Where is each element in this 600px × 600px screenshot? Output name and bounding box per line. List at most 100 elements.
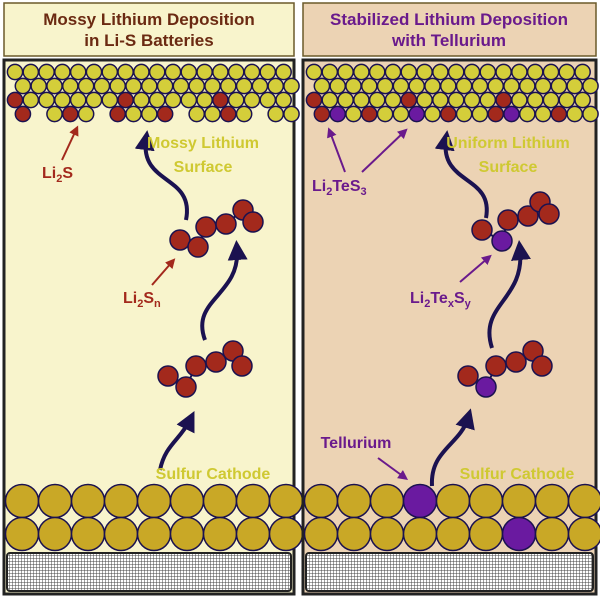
left-title-line1: Mossy Lithium Deposition: [43, 10, 255, 29]
polysulfide-atom: [187, 236, 209, 258]
right-lithium-layer: [305, 63, 599, 123]
polysulfide-atom: [175, 376, 197, 398]
lithium-atom: [400, 63, 418, 81]
sulfur-atom: [37, 516, 73, 552]
li2s-atom: [487, 105, 505, 123]
lithium-atom: [148, 91, 166, 109]
right-sulfur-cathode: [303, 483, 600, 552]
lithium-atom: [487, 77, 505, 95]
lithium-atom: [368, 63, 386, 81]
sulfur-atom: [37, 483, 73, 519]
lithium-atom: [534, 105, 552, 123]
sulfur-atom: [435, 516, 471, 552]
sulfur-atom: [501, 483, 537, 519]
lithium-atom: [455, 77, 473, 95]
lithium-atom: [566, 77, 584, 95]
li2s-atom: [400, 91, 418, 109]
right-title-line1: Stabilized Lithium Deposition: [330, 10, 568, 29]
right-li2texsy-label: Li2TexSy: [410, 290, 472, 310]
lithium-atom: [133, 63, 150, 81]
sulfur-atom: [136, 516, 172, 552]
polysulfide-atom: [215, 213, 237, 235]
li2s-atom: [313, 105, 331, 123]
lithium-atom: [125, 77, 142, 95]
polysulfide-atom: [531, 355, 553, 377]
sulfur-atom: [336, 483, 372, 519]
lithium-atom: [447, 63, 465, 81]
lithium-atom: [392, 77, 410, 95]
lithium-atom: [164, 91, 182, 109]
lithium-atom: [353, 63, 370, 81]
polysulfide-atom: [538, 203, 560, 225]
lithium-atom: [235, 105, 253, 123]
li2s-atom: [6, 91, 24, 109]
lithium-atom: [283, 105, 300, 123]
lithium-atom: [360, 77, 378, 95]
lithium-atom: [424, 105, 441, 123]
lithium-atom: [392, 105, 410, 123]
left-arrow-upper: [134, 130, 189, 221]
lithium-atom: [259, 63, 277, 81]
lithium-atom: [511, 91, 528, 109]
right-li2tes3-pointer-b: [361, 128, 408, 173]
lithium-atom: [424, 77, 441, 95]
sulfur-atom: [4, 483, 40, 519]
lithium-atom: [101, 63, 119, 81]
right-arrow-upper: [434, 130, 489, 219]
lithium-atom: [566, 105, 584, 123]
left-current-collector: [6, 552, 292, 592]
lithium-atom: [77, 77, 95, 95]
lithium-atom: [204, 105, 221, 123]
sulfur-atom: [103, 516, 139, 552]
polysulfide-atom: [471, 219, 493, 241]
lithium-atom: [447, 91, 465, 109]
tellurium-atom: [475, 376, 497, 398]
left-title-line2: in Li-S Batteries: [84, 31, 213, 50]
polysulfide-atom: [242, 211, 264, 233]
sulfur-atom: [567, 483, 600, 519]
tellurium-atom: [491, 230, 513, 252]
left-surface-label-line2: Surface: [174, 159, 233, 176]
lithium-atom: [471, 105, 489, 123]
lithium-atom: [432, 91, 449, 109]
lithium-atom: [526, 91, 544, 109]
lithium-atom: [518, 105, 536, 123]
sulfur-atom: [468, 516, 504, 552]
lithium-atom: [30, 77, 48, 95]
lithium-atom: [54, 91, 71, 109]
lithium-atom: [503, 77, 520, 95]
lithium-atom: [283, 77, 300, 95]
lithium-atom: [188, 105, 206, 123]
lithium-atom: [235, 77, 253, 95]
lithium-atom: [384, 63, 402, 81]
lithium-atom: [133, 91, 150, 109]
li2s-atom: [212, 91, 229, 109]
lithium-atom: [77, 105, 95, 123]
lithium-atom: [227, 91, 245, 109]
lithium-atom: [109, 77, 127, 95]
sulfur-atom: [369, 483, 405, 519]
lithium-atom: [22, 91, 40, 109]
sulfur-atom: [468, 483, 504, 519]
tellurium-atom: [408, 105, 426, 123]
lithium-atom: [582, 105, 599, 123]
sulfur-atom: [169, 516, 205, 552]
tellurium-atom: [329, 105, 347, 123]
right-arrow-lower: [429, 408, 475, 487]
right-tellurium-pointer: [377, 457, 409, 480]
lithium-atom: [582, 77, 599, 95]
polysulfide-atom: [505, 351, 527, 373]
lithium-atom: [46, 105, 63, 123]
lithium-atom: [432, 63, 449, 81]
left-li2sn-pointer: [151, 258, 176, 286]
sulfur-atom: [534, 483, 570, 519]
lithium-atom: [188, 77, 206, 95]
sulfur-atom: [103, 483, 139, 519]
left-arrow-lower: [158, 411, 195, 471]
lithium-atom: [196, 63, 213, 81]
lithium-atom: [172, 77, 190, 95]
left-surface-label-line1: Mossy Lithium: [147, 135, 259, 152]
lithium-atom: [526, 63, 544, 81]
li2s-atom: [360, 105, 378, 123]
lithium-atom: [140, 105, 158, 123]
